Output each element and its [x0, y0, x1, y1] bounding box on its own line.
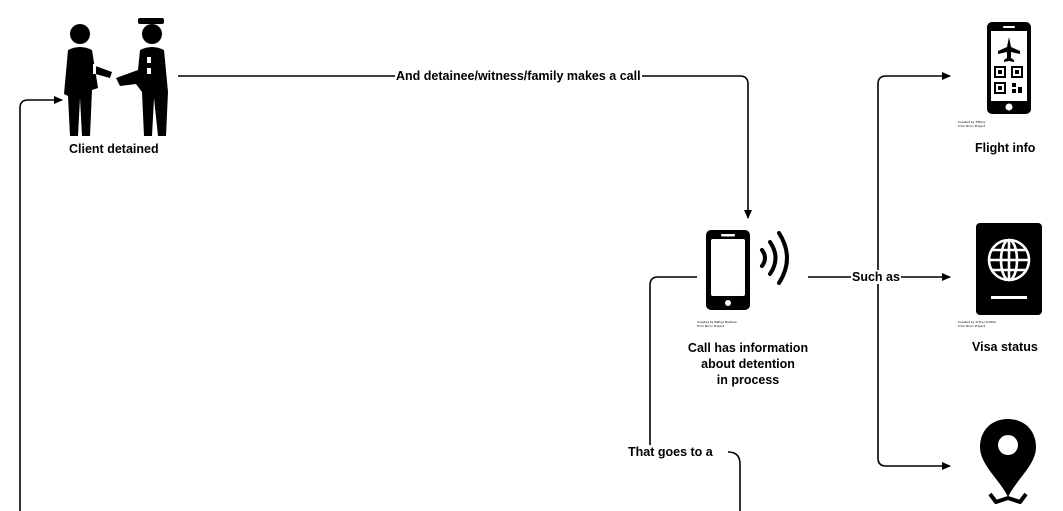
credit-flight-line2: from Noun Project: [958, 123, 986, 128]
edge-label-goes-to: That goes to a: [627, 445, 714, 459]
edge-loop-back: [19, 96, 63, 511]
credit-phone-call-line2: from Noun Project: [697, 323, 725, 328]
node-label-client-detained: Client detained: [69, 142, 159, 156]
edge-to-location: [877, 277, 951, 470]
edge-label-makes-call: And detainee/witness/family makes a call: [395, 69, 642, 83]
credit-flight: Created by Tiffany from Noun Project: [958, 120, 986, 128]
node-label-flight-info: Flight info: [975, 141, 1036, 155]
credit-phone-call-line1: Created by Bettys Berthes: [697, 320, 737, 324]
edge-label-such-as: Such as: [851, 270, 901, 284]
node-label-call-info-line2: about detention: [701, 357, 795, 371]
node-label-visa-status: Visa status: [972, 340, 1038, 354]
node-label-call-info-line3: in process: [716, 373, 780, 387]
police-arrest-icon: [64, 18, 168, 136]
credit-flight-line1: Created by Tiffany: [958, 120, 986, 124]
location-pin-icon: [980, 419, 1036, 504]
credit-passport-line2: from Noun Project: [958, 323, 986, 328]
credit-phone-call: Created by Bettys Berthes from Noun Proj…: [697, 320, 737, 328]
edge-goes-to-continue: [727, 451, 741, 511]
phone-call-icon: [706, 230, 789, 310]
edge-goes-to: [649, 276, 697, 452]
node-label-call-info: Call has information about detention in …: [670, 340, 826, 388]
flight-ticket-phone-icon: [987, 22, 1031, 114]
node-label-call-info-line1: Call has information: [687, 341, 809, 355]
credit-passport-line1: Created by Arthur Kristen: [958, 320, 997, 324]
credit-passport: Created by Arthur Kristen from Noun Proj…: [958, 320, 997, 328]
edge-makes-call: [178, 75, 752, 219]
passport-icon: [976, 223, 1042, 315]
edge-to-flight: [877, 72, 951, 277]
